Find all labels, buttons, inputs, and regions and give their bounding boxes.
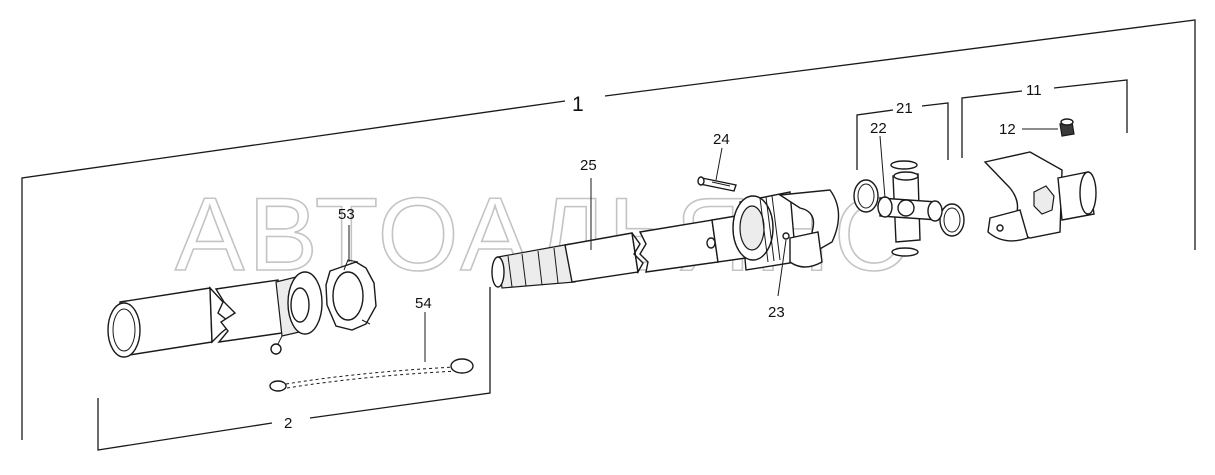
leader-lines (348, 128, 1058, 362)
inner-yoke (732, 189, 840, 271)
guard-chain (269, 358, 474, 392)
bracket-cross-kit-21 (856, 102, 949, 170)
label-cross: 22 (870, 120, 887, 137)
bearing-ring (325, 259, 377, 331)
label-pin: 24 (713, 131, 730, 148)
label-assembly: 1 (572, 93, 584, 116)
snap-rings (853, 160, 965, 257)
label-grease-nipple: 12 (999, 121, 1016, 138)
label-inner-yoke: 23 (768, 304, 785, 321)
bracket-yoke-group-11 (961, 79, 1128, 158)
label-cross-kit: 21 (896, 100, 913, 117)
label-yoke-group: 11 (1026, 82, 1042, 99)
callout-labels: 1 2 11 12 21 22 23 24 25 53 54 (284, 82, 1042, 432)
shaft (491, 214, 747, 289)
bracket-guard-2 (97, 287, 491, 451)
label-shaft: 25 (580, 157, 597, 174)
label-guard: 2 (284, 415, 292, 432)
universal-cross (877, 171, 943, 243)
outer-yoke (983, 151, 1097, 242)
guard-tube (107, 271, 323, 358)
label-bearing-ring: 53 (338, 206, 355, 223)
bracket-assembly-1 (21, 19, 1196, 440)
label-chain: 54 (415, 295, 432, 312)
grease-nipple (1059, 118, 1075, 137)
roll-pin (697, 176, 737, 192)
